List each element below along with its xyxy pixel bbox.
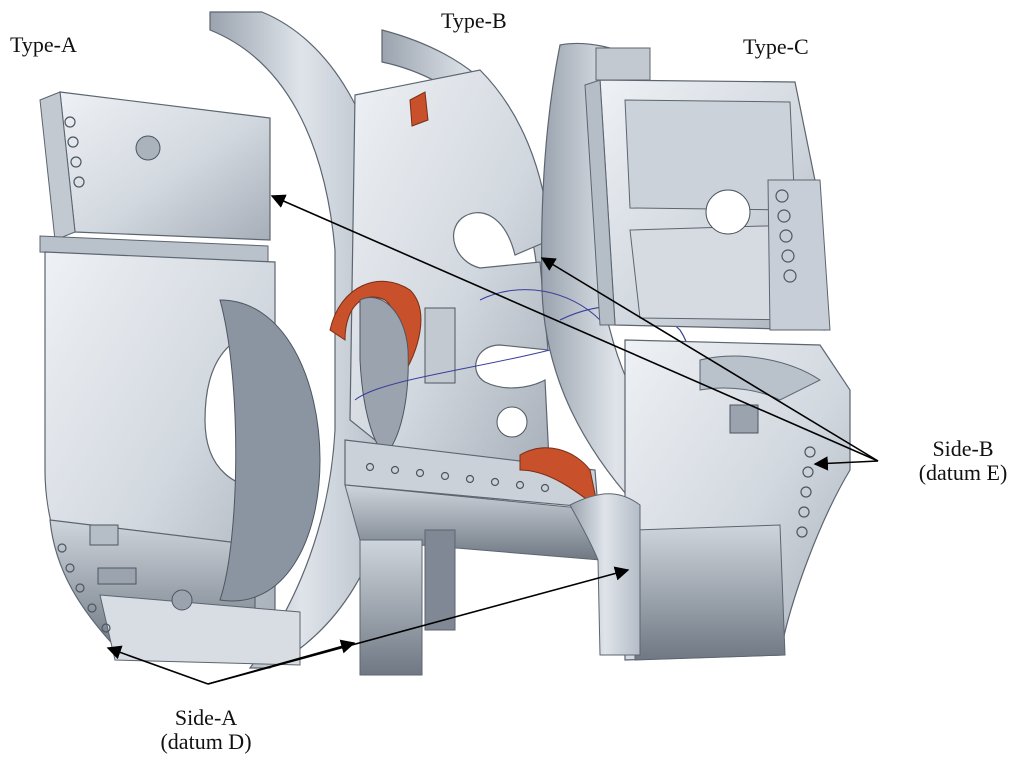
side-a-label: Side-A (datum D) [143, 706, 269, 754]
type-a-case [39, 11, 393, 669]
side-b-arrow-type-b [540, 257, 879, 462]
type-a-label: Type-A [10, 32, 77, 57]
side-b-arrows [270, 194, 879, 471]
side-b-datum: (datum E) [918, 460, 1008, 485]
side-b-arrow-type-a [270, 194, 879, 462]
type-c-label: Type-C [743, 34, 809, 59]
side-a-title: Side-A [174, 705, 238, 730]
side-b-title: Side-B [932, 436, 994, 461]
side-b-arrow-type-c [813, 456, 879, 471]
side-a-arrows [106, 566, 630, 685]
side-a-arrow-type-c [207, 566, 630, 685]
type-b-case [329, 29, 601, 676]
side-b-label: Side-B (datum E) [903, 437, 1023, 485]
type-b-label: Type-B [441, 8, 507, 33]
side-a-datum: (datum D) [160, 729, 252, 754]
type-c-case [479, 42, 851, 661]
side-a-arrow-type-a [106, 645, 209, 685]
